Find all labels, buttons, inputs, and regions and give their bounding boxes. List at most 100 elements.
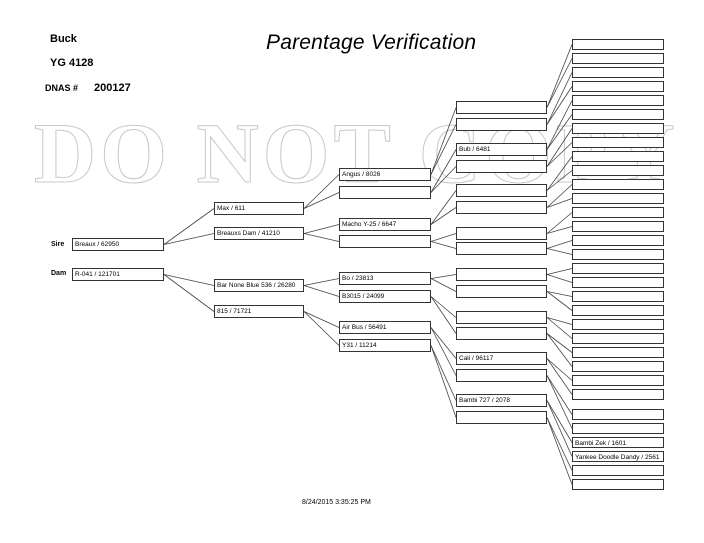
dnas-value: 200127	[94, 82, 131, 94]
pedigree-box-gen4-10	[456, 285, 547, 298]
pedigree-box-gen4-14	[456, 369, 547, 382]
connector-line	[430, 207, 457, 225]
connector-line	[546, 268, 573, 275]
pedigree-box-gen2-1: Max / 611	[214, 202, 304, 215]
connector-line	[546, 86, 573, 125]
connector-line	[163, 274, 215, 286]
pedigree-box-gen5-29: Bambi Zek / 1601	[572, 437, 664, 448]
pedigree-box-gen5-23	[572, 347, 664, 358]
pedigree-box-gen4-2	[456, 118, 547, 131]
pedigree-box-gen5-31	[572, 465, 664, 476]
connector-line	[546, 375, 573, 429]
connector-line	[303, 311, 340, 346]
connector-line	[546, 240, 573, 249]
connector-line	[546, 212, 573, 234]
pedigree-box-gen4-5	[456, 184, 547, 197]
pedigree-box-gen5-21	[572, 319, 664, 330]
pedigree-box-gen1-1: Breaux / 62950	[72, 238, 164, 251]
connector-line	[546, 291, 573, 311]
pedigree-box-gen5-32	[572, 479, 664, 490]
pedigree-box-gen1-2: R-041 / 121701	[72, 268, 164, 281]
connector-line	[546, 333, 573, 353]
pedigree-box-gen3-8: Y31 / 11214	[339, 339, 431, 352]
pedigree-box-gen2-4: 815 / 71721	[214, 305, 304, 318]
watermark: DO NOT COPY	[33, 105, 679, 201]
pedigree-box-gen4-11	[456, 311, 547, 324]
pedigree-box-gen4-3: Bub / 6481	[456, 143, 547, 156]
connector-line	[546, 317, 573, 325]
connector-line	[430, 296, 457, 318]
pedigree-box-gen5-28	[572, 423, 664, 434]
connector-line	[430, 345, 457, 401]
connector-line	[430, 107, 457, 175]
pedigree-box-gen4-15: Bambi 727 / 2078	[456, 394, 547, 407]
pedigree-box-gen5-24	[572, 361, 664, 372]
pedigree-box-gen5-8	[572, 137, 664, 148]
connector-line	[546, 400, 573, 443]
pedigree-box-gen4-1	[456, 101, 547, 114]
pedigree-box-gen4-12	[456, 327, 547, 340]
connector-line	[303, 233, 340, 242]
connector-line	[430, 233, 457, 242]
connector-line	[430, 124, 457, 175]
pedigree-box-gen5-11	[572, 179, 664, 190]
connector-line	[546, 58, 573, 108]
timestamp: 8/24/2015 3:35:25 PM	[302, 499, 371, 506]
connector-line	[546, 44, 573, 108]
connector-line	[546, 170, 573, 191]
dam-label: Dam	[51, 270, 67, 277]
connector-line	[546, 417, 573, 485]
pedigree-box-gen5-6	[572, 109, 664, 120]
pedigree-box-gen5-22	[572, 333, 664, 344]
pedigree-box-gen5-20	[572, 305, 664, 316]
connector-line	[546, 358, 573, 395]
connector-line	[430, 278, 457, 292]
pedigree-box-gen2-3: Bar None Blue 536 / 26280	[214, 279, 304, 292]
connector-line	[430, 296, 457, 334]
connector-line	[546, 317, 573, 339]
pedigree-box-gen5-30: Yankee Doodle Dandy / 2561	[572, 451, 664, 462]
pedigree-box-gen5-10	[572, 165, 664, 176]
connector-line	[546, 417, 573, 471]
connector-line	[163, 208, 215, 245]
connector-line	[546, 400, 573, 457]
pedigree-box-gen5-3	[572, 67, 664, 78]
connector-line	[430, 241, 457, 249]
pedigree-box-gen5-1	[572, 39, 664, 50]
connector-line	[546, 358, 573, 381]
connector-line	[546, 226, 573, 234]
connector-line	[303, 224, 340, 234]
pedigree-box-gen5-25	[572, 375, 664, 386]
pedigree-box-gen2-2: Breauxs Dam / 41210	[214, 227, 304, 240]
connector-line	[546, 114, 573, 150]
connector-line	[546, 184, 573, 208]
pedigree-box-gen5-15	[572, 235, 664, 246]
pedigree-box-gen5-7	[572, 123, 664, 134]
pedigree-box-gen3-7: Air Bus / 56491	[339, 321, 431, 334]
connector-line	[546, 128, 573, 167]
pedigree-box-gen4-9	[456, 268, 547, 281]
connector-line	[546, 72, 573, 125]
connector-line	[430, 166, 457, 193]
connector-line	[303, 311, 340, 328]
connector-line	[303, 278, 340, 286]
pedigree-box-gen3-4	[339, 235, 431, 248]
pedigree-box-gen4-13: Cali / 96117	[456, 352, 547, 365]
pedigree-box-gen3-6: B3015 / 24099	[339, 290, 431, 303]
sire-label: Sire	[51, 241, 65, 248]
connector-line	[163, 274, 215, 312]
pedigree-box-gen3-2	[339, 186, 431, 199]
buck-label: Buck	[50, 33, 77, 45]
connector-line	[430, 327, 457, 376]
pedigree-box-gen3-1: Angus / 8026	[339, 168, 431, 181]
pedigree-box-gen4-8	[456, 242, 547, 255]
pedigree-box-gen4-6	[456, 201, 547, 214]
connector-line	[546, 291, 573, 297]
pedigree-box-gen5-4	[572, 81, 664, 92]
connector-line	[430, 190, 457, 225]
pedigree-box-gen5-27	[572, 409, 664, 420]
connector-line	[430, 345, 457, 418]
yg-label: YG 4128	[50, 57, 94, 69]
pedigree-box-gen5-19	[572, 291, 664, 302]
